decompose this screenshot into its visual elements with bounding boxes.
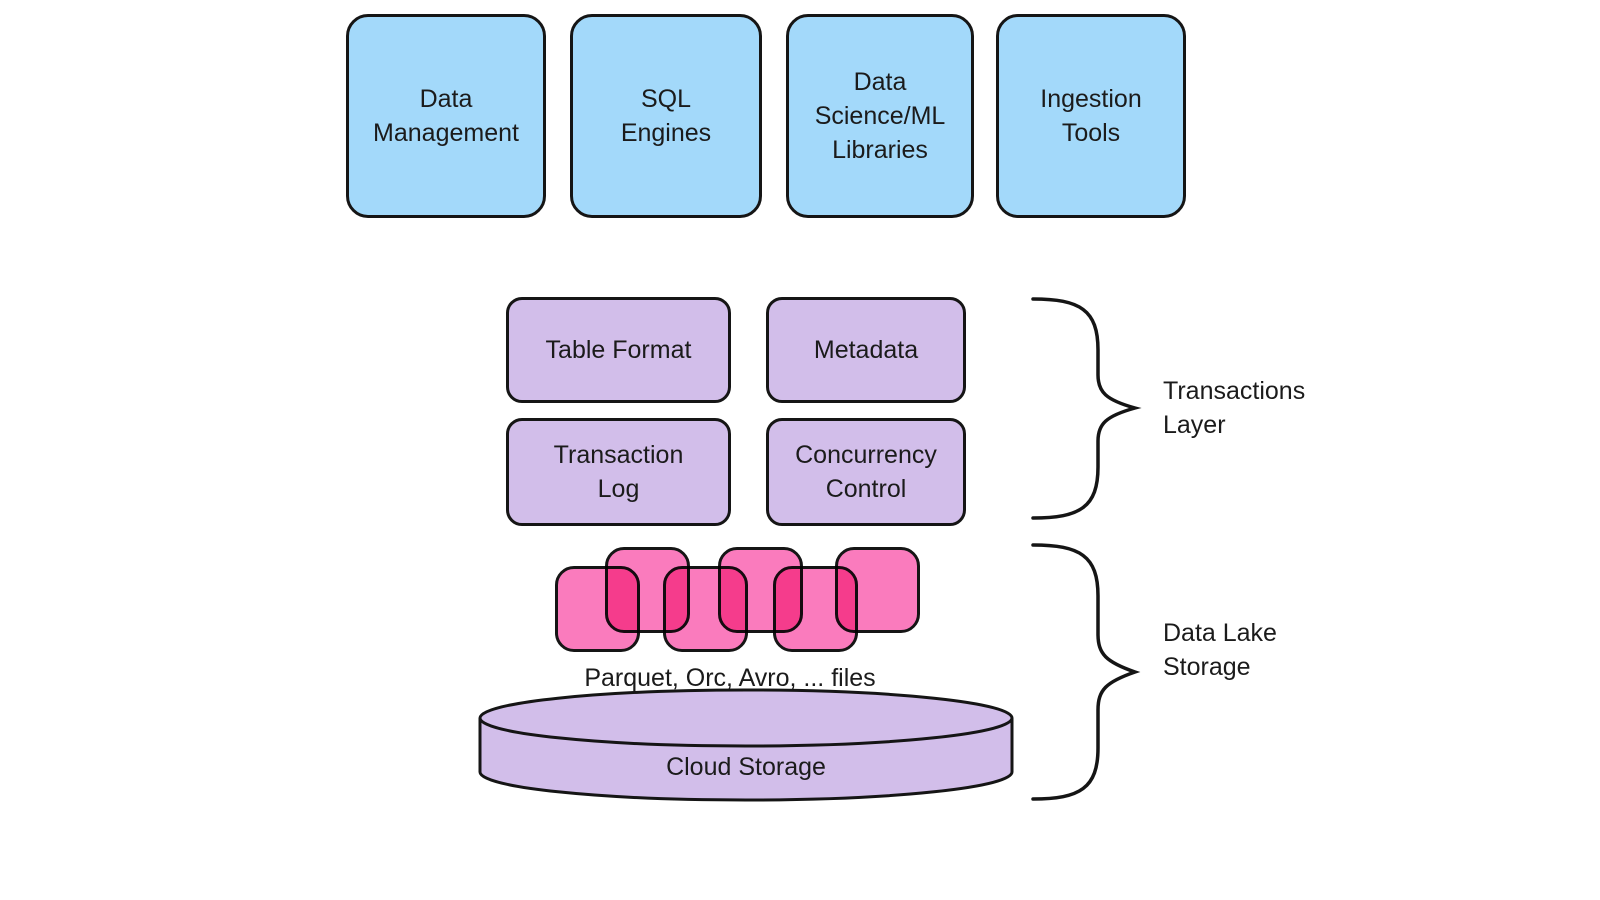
- node-label: Data Science/ML Libraries: [814, 68, 946, 164]
- node-label: Metadata: [813, 336, 919, 364]
- transactions-layer-label: Transactions Layer: [1163, 377, 1306, 439]
- cloud-storage-cylinder-icon: [478, 688, 1014, 802]
- node-sql-engines: SQL Engines: [570, 14, 762, 218]
- transactions-layer-brace-icon: [1031, 297, 1142, 520]
- node-data-science-ml-libraries: Data Science/ML Libraries: [786, 14, 974, 218]
- node-label: Concurrency Control: [795, 441, 937, 503]
- node-label: SQL Engines: [620, 85, 712, 147]
- node-label: Transaction Log: [553, 441, 684, 503]
- node-label: Data Management: [373, 85, 519, 147]
- cylinder-label: Cloud Storage: [666, 753, 826, 781]
- node-table-format: Table Format: [506, 297, 731, 403]
- data-lake-storage-label: Data Lake Storage: [1163, 619, 1277, 681]
- node-transaction-log: Transaction Log: [506, 418, 731, 526]
- node-data-management: Data Management: [346, 14, 546, 218]
- node-metadata: Metadata: [766, 297, 966, 403]
- files-caption: Parquet, Orc, Avro, ... files: [584, 664, 876, 692]
- node-label: Table Format: [545, 336, 692, 364]
- node-concurrency-control: Concurrency Control: [766, 418, 966, 526]
- node-label: Ingestion Tools: [1040, 85, 1142, 147]
- data-lake-storage-brace-icon: [1031, 543, 1141, 801]
- layer-braces: [1031, 297, 1142, 801]
- node-ingestion-tools: Ingestion Tools: [996, 14, 1186, 218]
- file-icon: [835, 547, 920, 633]
